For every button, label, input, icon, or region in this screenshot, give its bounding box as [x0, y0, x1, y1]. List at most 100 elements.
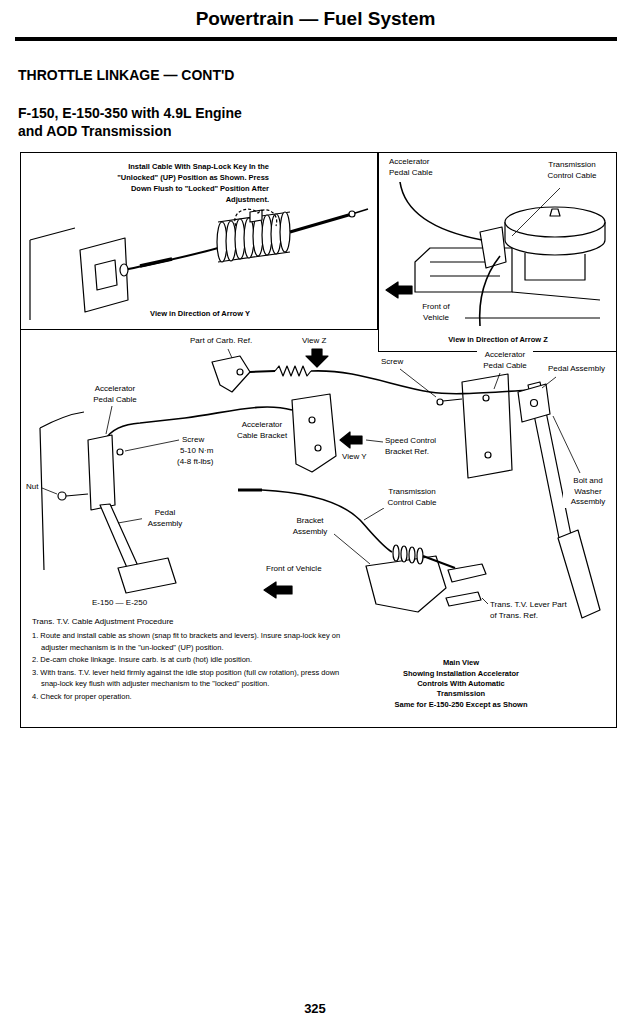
main-view — [292, 394, 336, 472]
procedure-step: 1. Route and install cable as shown (sna… — [32, 630, 357, 653]
main-view — [417, 548, 423, 564]
main-view — [401, 546, 407, 562]
main-view — [40, 349, 600, 618]
main-view — [518, 384, 550, 422]
part-label: Accelerator Pedal Cable — [477, 350, 533, 371]
page-title: Powertrain — Fuel System — [0, 8, 631, 30]
main-view — [462, 374, 512, 478]
procedure-step: 2. De-cam choke linkage. Insure carb. is… — [32, 654, 252, 666]
snap-lock-adjuster — [124, 248, 218, 270]
main-view — [262, 490, 392, 552]
main-view — [212, 356, 250, 392]
page-number: 325 — [304, 1000, 326, 1017]
main-view — [275, 366, 311, 376]
main-view — [443, 399, 462, 401]
main-view — [553, 416, 580, 473]
part-label: Accelerator Pedal Cable — [86, 384, 144, 405]
main-view — [118, 558, 176, 593]
main-view — [238, 489, 262, 492]
snap-lock-adjuster — [349, 211, 355, 217]
part-label: Transmission Control Cable — [379, 487, 445, 508]
main-view — [409, 547, 415, 563]
part-label: Trans. T.V. Lever Part of Trans. Ref. — [490, 600, 572, 621]
part-label: Transmission Control Cable — [539, 160, 605, 181]
main-view — [315, 445, 321, 451]
snap-lock-adjuster — [280, 212, 290, 252]
engine-view — [386, 282, 412, 298]
main-view — [42, 488, 57, 494]
part-label: Bolt and Washer Assembly — [563, 476, 613, 508]
panel-caption: View in Direction of Arrow Z — [448, 335, 548, 345]
snap-lock-adjuster — [30, 228, 75, 320]
part-label: Screw — [381, 357, 403, 368]
engine-view — [550, 209, 560, 216]
snap-lock-adjuster — [95, 260, 117, 290]
part-label: View Y — [342, 452, 367, 463]
part-label: 5-10 N·m — [180, 446, 213, 457]
engine-view — [505, 207, 605, 237]
main-view — [40, 412, 84, 570]
main-view — [494, 373, 500, 389]
main-view — [250, 371, 275, 372]
main-view — [66, 494, 88, 496]
part-label: Front of Vehicle — [266, 564, 322, 575]
part-label: Part of Carb. Ref. — [190, 336, 252, 347]
main-view — [106, 406, 112, 434]
part-label: (4-8 ft-lbs) — [177, 457, 213, 468]
panel-caption: Install Cable With Snap-Lock Key In the … — [104, 161, 269, 205]
main-view — [482, 598, 488, 604]
snap-lock-adjuster — [30, 209, 368, 320]
main-view — [531, 400, 538, 407]
model-note: E-150 — E-250 — [92, 598, 147, 609]
main-view — [437, 399, 443, 405]
snap-lock-adjuster — [235, 209, 277, 226]
main-view — [366, 556, 446, 612]
part-label: Speed Control Bracket Ref. — [385, 436, 457, 457]
main-view — [117, 449, 123, 455]
main-view — [311, 371, 532, 394]
section-heading: THROTTLE LINKAGE — CONT'D — [18, 66, 234, 84]
procedure-step: 4. Check for proper operation. — [32, 691, 132, 703]
main-view — [340, 432, 362, 448]
part-label: Bracket Assembly — [287, 516, 333, 537]
main-view — [264, 582, 292, 598]
engine-view — [525, 253, 585, 280]
part-label: Pedal Assembly — [142, 508, 188, 529]
main-view — [237, 369, 243, 375]
main-view — [528, 382, 572, 543]
part-label: Front of Vehicle — [414, 302, 458, 323]
main-view — [228, 349, 232, 358]
header-rule — [15, 37, 617, 41]
view-panel: Install Cable With Snap-Lock Key In the … — [20, 152, 378, 330]
procedure-step: 3. With trans. T.V. lever held firmly ag… — [32, 667, 357, 690]
snap-lock-adjuster — [250, 210, 262, 222]
panel-caption: View in Direction of Arrow Y — [150, 309, 250, 319]
part-label: Screw — [182, 435, 204, 446]
snap-lock-adjuster — [80, 238, 128, 312]
main-view — [334, 534, 370, 564]
snap-lock-adjuster — [120, 264, 128, 276]
engine-view — [400, 182, 482, 240]
engine-view — [465, 292, 600, 318]
main-view — [366, 440, 383, 442]
part-label: Accelerator Cable Bracket — [236, 420, 288, 441]
main-view — [306, 349, 328, 367]
part-label: Nut — [26, 482, 38, 493]
main-view — [446, 592, 481, 606]
panel-caption: Same for E-150-250 Except as Shown — [395, 700, 528, 710]
panel-caption: Showing Installation Accelerator Control… — [399, 669, 524, 699]
panel-caption: Main View — [443, 658, 479, 668]
main-view — [542, 377, 556, 388]
part-label: Accelerator Pedal Cable — [389, 157, 447, 178]
main-view — [364, 508, 384, 520]
part-label: View Z — [302, 336, 326, 347]
snap-lock-adjuster — [290, 214, 352, 232]
main-view — [100, 504, 138, 570]
main-view — [88, 435, 115, 510]
engine-view — [386, 182, 605, 326]
part-label: Pedal Assembly — [548, 364, 605, 375]
section-subheading: F-150, E-150-350 with 4.9L Engine and AO… — [18, 104, 258, 140]
snap-lock-adjuster — [140, 259, 172, 266]
